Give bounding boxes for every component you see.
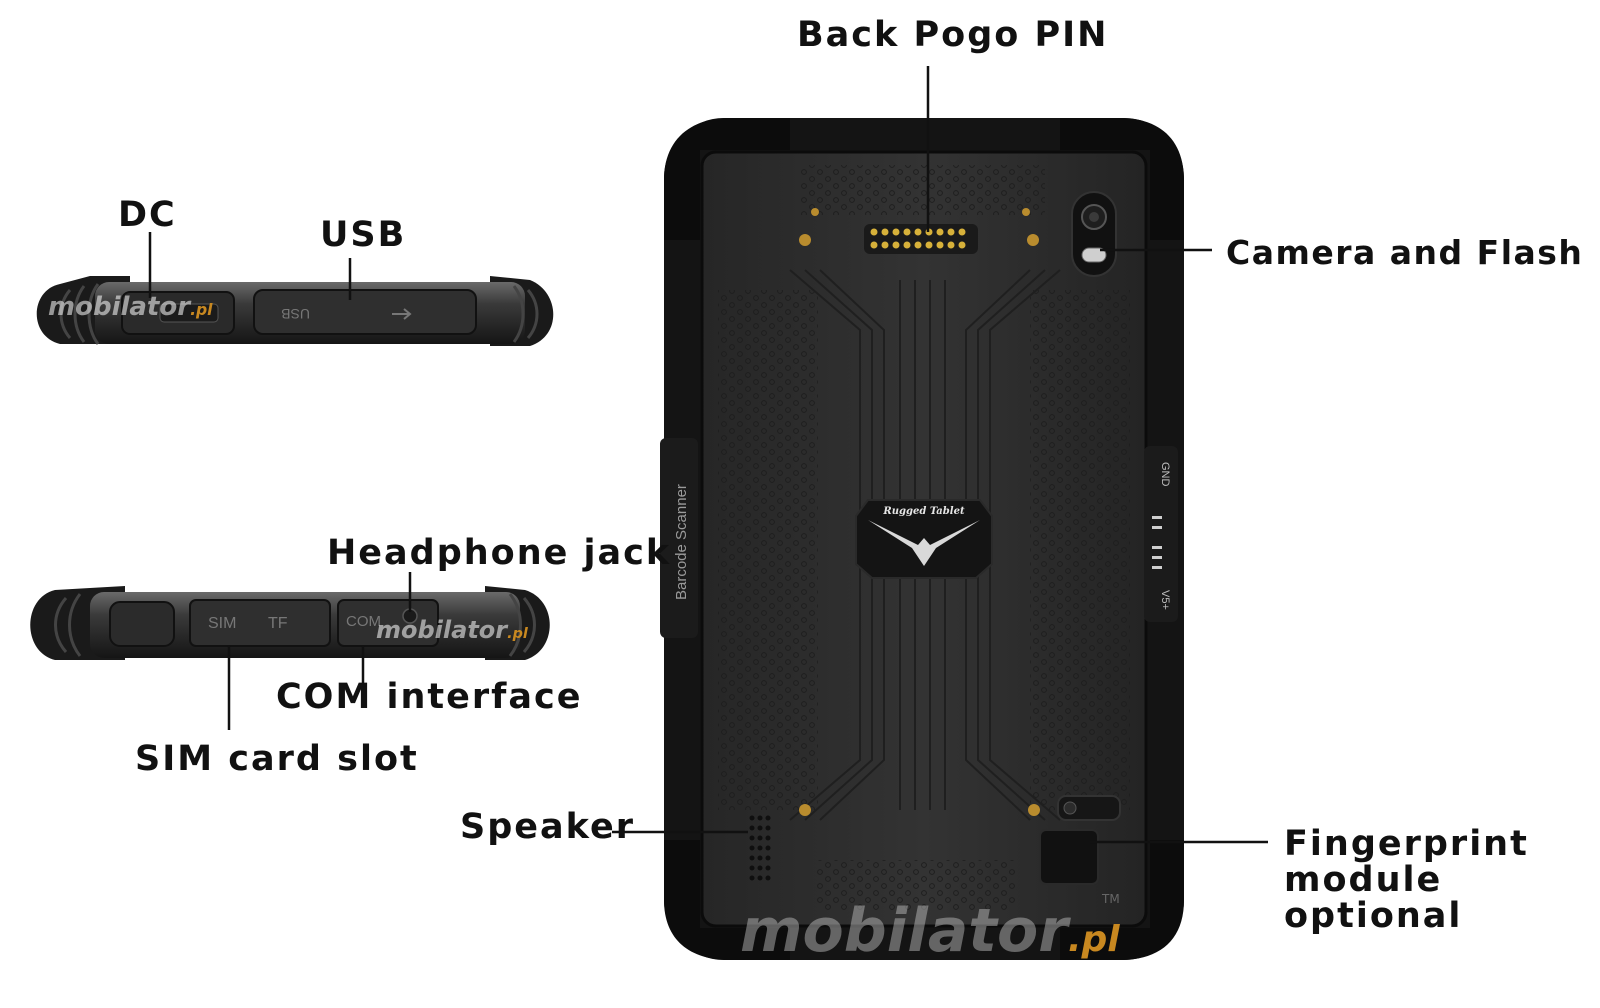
label-fingerprint-line-2: module [1284,860,1443,900]
flash-icon [1081,247,1107,263]
pogo-pins [870,228,966,249]
label-camera-and-flash: Camera and Flash [1226,233,1584,272]
label-usb: USB [320,215,407,255]
label-fingerprint-line-3: optional [1284,896,1463,936]
label-back-pogo-pin: Back Pogo PIN [797,15,1109,55]
gnd-v5-panel [1144,446,1178,622]
watermark-suffix: .pl [1067,919,1120,960]
fingerprint-sensor [1039,829,1099,885]
barcode-scanner-text: Barcode Scanner [673,484,690,600]
speaker-grille [749,815,771,881]
watermark-suffix: .pl [507,626,528,642]
top-edge-ridges [59,283,539,345]
top-hex-texture [800,165,1045,215]
barcode-scanner-panel [660,438,698,638]
camera-lens-inner [1089,212,1099,222]
com-text: COM [346,613,381,630]
corner-bumper-tl [664,118,790,240]
usb-cover-text: USB [281,306,310,322]
rugged-tablet-logo-text: Rugged Tablet [882,506,965,517]
right-hex-texture [1030,290,1130,810]
left-hex-texture [718,290,818,810]
label-sim-card-slot: SIM card slot [135,739,419,779]
side-contacts [1152,516,1162,569]
bottom-hex-texture [815,860,1015,910]
side-key [109,601,175,647]
label-com-interface: COM interface [276,677,583,717]
diamond-icon [868,520,980,566]
label-speaker: Speaker [460,807,635,847]
pogo-pin-connector [864,224,978,254]
rear-switch [1057,795,1121,821]
gnd-text: GND [1159,462,1171,487]
watermark-top-edge: mobilator.pl [48,292,213,322]
tablet-back-view: Barcode Scanner GND V5+ Rugged Tablet [660,118,1184,960]
corner-bumper-br [1060,840,1184,960]
label-dc: DC [118,195,177,235]
watermark-text: mobilator [376,616,508,644]
dc-port [159,303,219,323]
tf-text: TF [268,615,288,632]
watermark-suffix: .pl [190,301,213,319]
watermark-tm: TM [1102,892,1120,906]
corner-bumper-bl [664,840,790,960]
watermark-back: mobilator.pl [740,896,1120,966]
label-fingerprint: Fingerprint module optional [1284,826,1529,934]
label-headphone-jack: Headphone jack [327,533,672,573]
sim-tf-cover [189,599,331,647]
label-fingerprint-line-1: Fingerprint [1284,824,1529,864]
top-edge-view: USB [36,276,554,346]
corner-bumper-tr [1060,118,1184,240]
screws [799,208,1040,816]
watermark-text: mobilator [740,896,1068,966]
bottom-edge-ridges [54,593,536,657]
v5-text: V5+ [1159,590,1171,610]
watermark-bottom-edge: mobilator.pl [376,616,528,644]
watermark-text: mobilator [48,292,191,322]
bottom-edge-view: SIM TF COM [30,586,550,660]
usb-symbol-icon [392,308,412,320]
usb-port-cover [253,289,477,335]
rear-switch-knob [1063,801,1077,815]
sim-text: SIM [208,615,236,632]
callout-lines [148,66,1268,844]
